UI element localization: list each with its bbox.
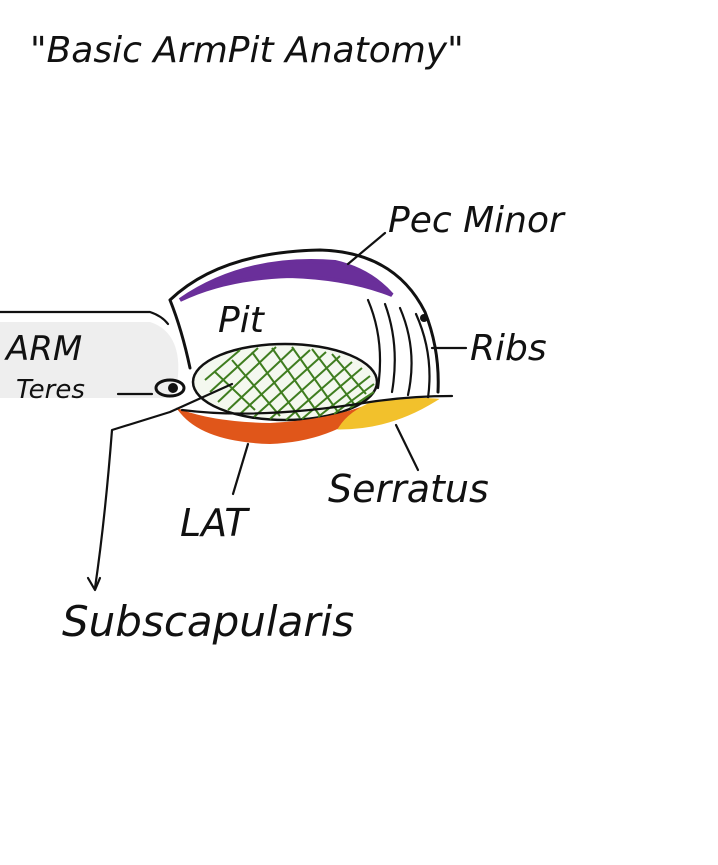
- label-teres: Teres: [16, 375, 85, 405]
- serratus-muscle: [337, 397, 440, 430]
- label-subscapularis: Subscapularis: [62, 597, 354, 646]
- rib-line: [383, 302, 396, 394]
- label-arm: ARM: [4, 329, 82, 369]
- serratus-leader: [394, 423, 420, 472]
- label-pec-minor: Pec Minor: [388, 200, 566, 241]
- pec-minor-muscle: [178, 259, 394, 302]
- pec-minor-leader: [346, 231, 387, 266]
- subscapularis-leader: [93, 382, 234, 590]
- label-pit: Pit: [218, 300, 266, 341]
- teres-knot-center: [168, 383, 178, 393]
- rib-line: [414, 312, 431, 400]
- arm-shape: [0, 322, 179, 398]
- lat-leader: [231, 442, 250, 496]
- rib-marker: [420, 314, 428, 322]
- label-serratus: Serratus: [328, 467, 489, 511]
- diagram-title: "Basic ArmPit Anatomy": [30, 30, 464, 71]
- subscapularis-arrowhead: [86, 576, 102, 592]
- pit-outline: [168, 248, 440, 394]
- arm-top-outline: [0, 310, 170, 326]
- label-lat: LAT: [180, 501, 250, 545]
- label-ribs: Ribs: [470, 328, 547, 369]
- rib-line: [366, 298, 382, 390]
- subscapularis-hatching: [204, 346, 375, 421]
- pit-bottom-outline: [180, 394, 454, 415]
- rib-line: [398, 306, 413, 397]
- teres-knot: [154, 378, 186, 398]
